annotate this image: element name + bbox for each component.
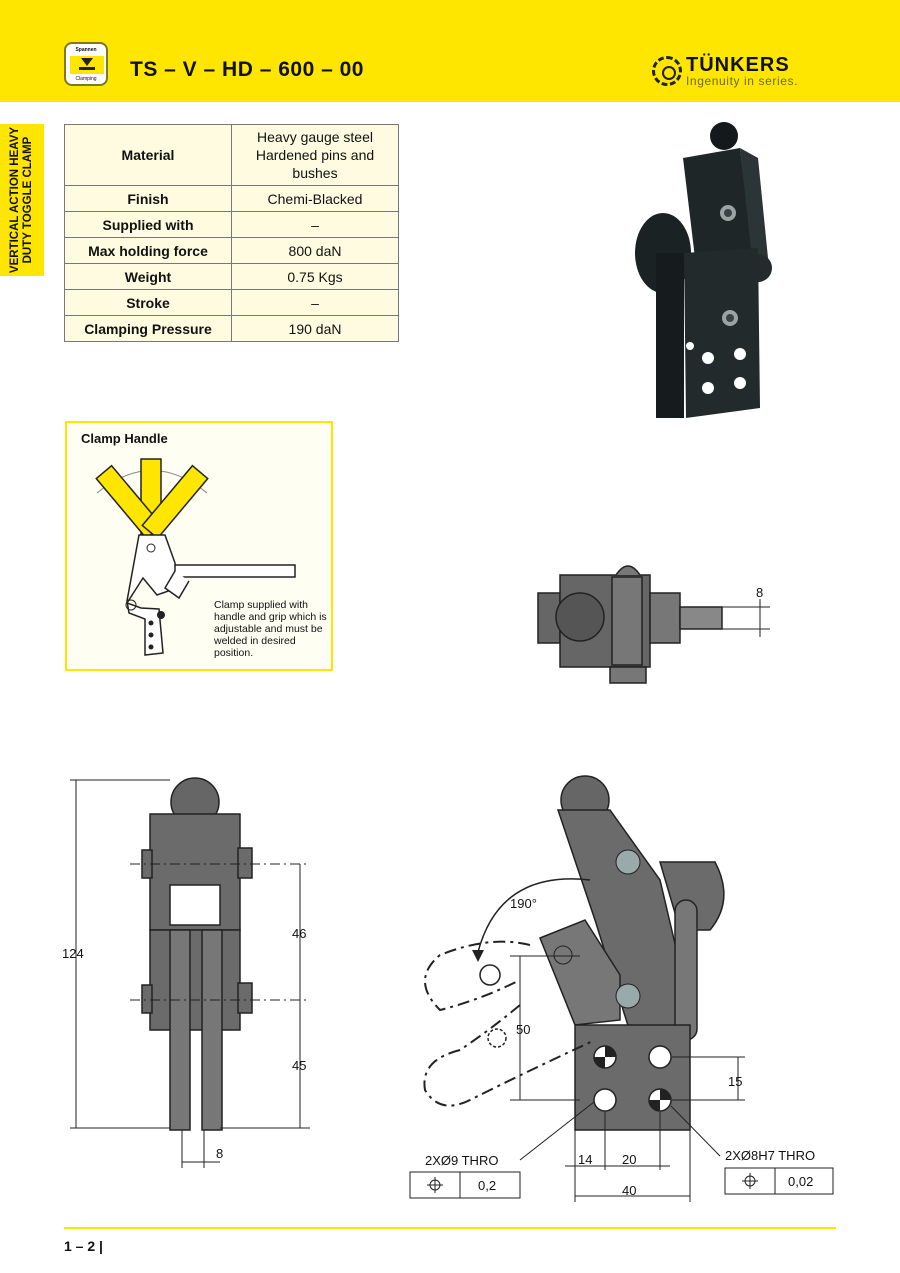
- table-row: Weight 0.75 Kgs: [64, 263, 399, 290]
- clamp-handle-note: Clamp supplied with handle and grip whic…: [214, 599, 327, 659]
- hole-callout-left: 2XØ9 THRO: [425, 1153, 498, 1168]
- stroke-dim: 50: [516, 1022, 530, 1037]
- front-width-dim: 8: [216, 1146, 223, 1161]
- hole-spacing-h-dim: 20: [622, 1152, 636, 1167]
- header-bar: Spannen Clamping TS – V – HD – 600 – 00 …: [0, 0, 900, 102]
- front-height-dim: 124: [62, 946, 84, 961]
- front-upper-dim: 46: [292, 926, 306, 941]
- base-width-dim: 40: [622, 1183, 636, 1198]
- front-view-drawing: 124 46 45 8: [62, 777, 310, 1168]
- hole-offset-dim: 14: [578, 1152, 592, 1167]
- clamp-handle-diagram: [95, 458, 296, 656]
- table-row: Finish Chemi-Blacked: [64, 185, 399, 212]
- spec-key: Max holding force: [64, 237, 232, 264]
- tolerance-left: 0,2: [478, 1178, 496, 1193]
- spec-key: Material: [64, 124, 232, 186]
- spec-value: –: [231, 289, 399, 316]
- logo-brand: TÜNKERS: [686, 54, 790, 76]
- spec-key: Clamping Pressure: [64, 315, 232, 342]
- page-number: 1 – 2 |: [64, 1238, 103, 1254]
- spec-value-line: Hardened pins and bushes: [255, 147, 375, 181]
- badge-graphic: [70, 56, 104, 74]
- table-row: Supplied with –: [64, 211, 399, 238]
- footer-divider: [64, 1227, 836, 1229]
- spec-value-line: Heavy gauge steel: [257, 129, 373, 145]
- product-photo: [635, 122, 772, 418]
- clamp-handle-panel: Clamp Handle Clamp supplied with handle …: [65, 421, 333, 671]
- spec-value: –: [231, 211, 399, 238]
- clamping-badge-icon: Spannen Clamping: [64, 42, 108, 86]
- badge-top-label: Spannen: [75, 47, 97, 53]
- gear-icon: [652, 56, 682, 86]
- spec-value: 190 daN: [231, 315, 399, 342]
- top-view-drawing: 8: [537, 565, 770, 684]
- category-side-tab: VERTICAL ACTION HEAVY DUTY TOGGLE CLAMP: [0, 124, 44, 276]
- table-row: Stroke –: [64, 289, 399, 316]
- side-view-drawing: 190° 50 15 14 20 40 2XØ9 THRO 2XØ8H7 THR…: [409, 775, 834, 1202]
- spec-key: Weight: [64, 263, 232, 290]
- tolerance-right: 0,02: [788, 1174, 813, 1189]
- page-title: TS – V – HD – 600 – 00: [130, 58, 364, 81]
- spec-value: 800 daN: [231, 237, 399, 264]
- hole-spacing-v-dim: 15: [728, 1074, 742, 1089]
- hole-callout-right: 2XØ8H7 THRO: [725, 1148, 815, 1163]
- spec-value: Chemi-Blacked: [231, 185, 399, 212]
- spec-value: 0.75 Kgs: [231, 263, 399, 290]
- logo-tagline: Ingenuity in series.: [686, 74, 799, 88]
- spec-key: Finish: [64, 185, 232, 212]
- tunkers-logo: TÜNKERS Ingenuity in series.: [652, 54, 832, 90]
- top-dim-label: 8: [756, 585, 763, 600]
- spec-key: Stroke: [64, 289, 232, 316]
- side-tab-text: VERTICAL ACTION HEAVY DUTY TOGGLE CLAMP: [9, 124, 35, 276]
- table-row: Clamping Pressure 190 daN: [64, 315, 399, 342]
- angle-label: 190°: [510, 896, 537, 911]
- clamp-handle-title: Clamp Handle: [81, 431, 168, 446]
- side-tab-line2: DUTY TOGGLE CLAMP: [22, 136, 34, 264]
- front-lower-dim: 45: [292, 1058, 306, 1073]
- spec-value: Heavy gauge steel Hardened pins and bush…: [231, 124, 399, 186]
- table-row: Material Heavy gauge steel Hardened pins…: [64, 124, 399, 186]
- side-tab-line1: VERTICAL ACTION HEAVY: [9, 126, 21, 274]
- spec-table: Material Heavy gauge steel Hardened pins…: [64, 124, 399, 342]
- table-row: Max holding force 800 daN: [64, 237, 399, 264]
- spec-key: Supplied with: [64, 211, 232, 238]
- badge-bottom-label: Clamping: [75, 76, 97, 82]
